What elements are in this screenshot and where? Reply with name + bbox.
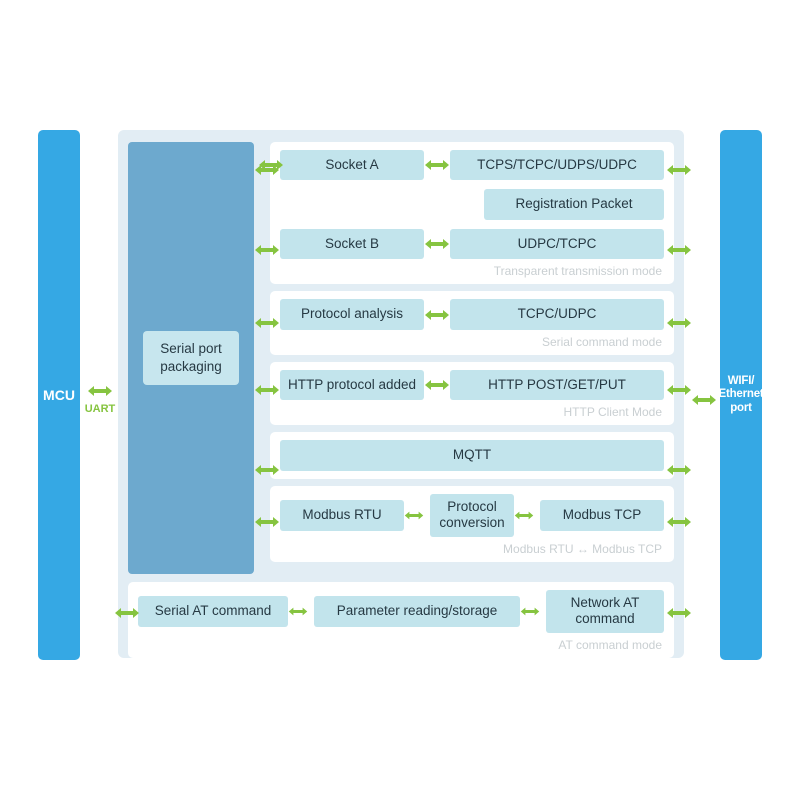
group-transparent-transmission: Socket A TCPS/TCPC/UDPS/UDPC Registratio… — [259, 142, 674, 285]
cell-modbus-tcp[interactable]: Modbus TCP — [540, 500, 664, 531]
double-arrow-icon — [425, 380, 449, 391]
serial-port-packaging-column: Serial port packaging — [128, 142, 254, 574]
serial-port-packaging-label: Serial port packaging — [143, 331, 239, 385]
ethernet-connector — [686, 388, 722, 412]
group-mqtt: MQTT — [270, 432, 674, 479]
double-arrow-icon — [667, 385, 691, 395]
mode-label-transparent-transmission: Transparent transmission mode — [493, 264, 662, 279]
group-http-client: HTTP protocol added HTTP POST/GET/PUT HT… — [270, 361, 674, 426]
row-registration-packet: Registration Packet — [280, 189, 664, 220]
mcu-label: MCU — [43, 386, 75, 403]
mode-label-at-command: AT command mode — [558, 637, 662, 652]
arrow-gap — [288, 605, 314, 618]
double-arrow-icon — [692, 395, 716, 405]
arrow-gap — [424, 157, 450, 173]
protocol-groups: Socket A TCPS/TCPC/UDPS/UDPC Registratio… — [259, 142, 674, 569]
double-arrow-icon — [255, 465, 279, 475]
row-protocol-analysis: Protocol analysis TCPC/UDPC — [280, 299, 664, 330]
double-arrow-icon — [667, 165, 691, 175]
double-arrow-icon — [667, 245, 691, 255]
row-at-command: Serial AT command Parameter reading/stor… — [138, 590, 664, 633]
cell-parameter-reading-storage[interactable]: Parameter reading/storage — [314, 596, 520, 627]
double-arrow-icon — [425, 160, 449, 171]
wifi-ethernet-port-label: WIFI/ Ethernet port — [718, 375, 764, 414]
cell-socket-b[interactable]: Socket B — [280, 228, 424, 260]
cell-tcpc-udpc[interactable]: TCPC/UDPC — [450, 299, 664, 330]
device-panel: Serial port packaging Socket A TCPS/TCPC… — [115, 130, 691, 658]
double-arrow-icon — [255, 318, 279, 328]
cell-serial-at-command[interactable]: Serial AT command — [138, 596, 288, 627]
double-arrow-icon — [520, 607, 540, 616]
double-arrow-icon — [259, 160, 283, 171]
double-arrow-icon — [255, 385, 279, 395]
double-arrow-icon — [255, 245, 279, 255]
double-arrow-icon — [667, 608, 691, 618]
uart-label: UART — [84, 403, 116, 415]
cell-mqtt[interactable]: MQTT — [280, 440, 664, 471]
row-socket-a: Socket A TCPS/TCPC/UDPS/UDPC — [259, 150, 664, 181]
arrow-gap — [404, 509, 430, 522]
double-arrow-icon — [255, 517, 279, 527]
mode-label-serial-command: Serial command mode — [541, 334, 662, 349]
cell-registration-packet[interactable]: Registration Packet — [484, 189, 664, 220]
cell-protocol-conversion[interactable]: Protocol conversion — [430, 493, 514, 537]
arrow-gap — [424, 307, 450, 323]
double-arrow-icon — [514, 511, 534, 520]
row-mqtt: MQTT — [280, 440, 664, 471]
arrow-gap — [424, 236, 450, 252]
double-arrow-icon — [667, 517, 691, 527]
cell-udpc-tcpc[interactable]: UDPC/TCPC — [450, 228, 664, 260]
double-arrow-icon — [667, 318, 691, 328]
cell-tcps-tcpc-udps-udpc[interactable]: TCPS/TCPC/UDPS/UDPC — [450, 150, 664, 181]
cell-protocol-analysis[interactable]: Protocol analysis — [280, 299, 424, 330]
double-arrow-icon — [404, 511, 424, 520]
double-arrow-icon — [425, 309, 449, 320]
arrow-gap — [424, 377, 450, 393]
cell-socket-a[interactable]: Socket A — [280, 150, 424, 181]
mode-label-http-client: HTTP Client Mode — [563, 405, 662, 420]
group-serial-command: Protocol analysis TCPC/UDPC Serial comma… — [270, 291, 674, 355]
cell-http-protocol-added[interactable]: HTTP protocol added — [280, 369, 424, 401]
arrow-gap — [520, 605, 546, 618]
double-arrow-icon — [115, 608, 139, 618]
row-http-protocol: HTTP protocol added HTTP POST/GET/PUT — [280, 369, 664, 401]
arrow-gap — [514, 509, 540, 522]
cell-modbus-rtu[interactable]: Modbus RTU — [280, 500, 404, 531]
cell-network-at-command[interactable]: Network AT command — [546, 590, 664, 633]
double-arrow-icon — [288, 607, 308, 616]
row-socket-b: Socket B UDPC/TCPC — [280, 228, 664, 260]
mode-label-modbus: Modbus RTU ↔ Modbus TCP — [503, 541, 662, 556]
group-modbus: Modbus RTU Protocol conversion Modbus TC… — [270, 485, 674, 562]
double-arrow-icon — [255, 165, 279, 175]
cell-http-post-get-put[interactable]: HTTP POST/GET/PUT — [450, 369, 664, 401]
double-arrow-icon — [425, 239, 449, 250]
mcu-endpoint-bar: MCU — [38, 130, 80, 660]
double-arrow-icon — [88, 386, 112, 396]
network-endpoint-bar: WIFI/ Ethernet port — [718, 130, 764, 660]
double-arrow-icon — [667, 465, 691, 475]
row-modbus: Modbus RTU Protocol conversion Modbus TC… — [280, 493, 664, 537]
group-at-command: Serial AT command Parameter reading/stor… — [128, 582, 674, 658]
uart-connector: UART — [80, 378, 120, 434]
